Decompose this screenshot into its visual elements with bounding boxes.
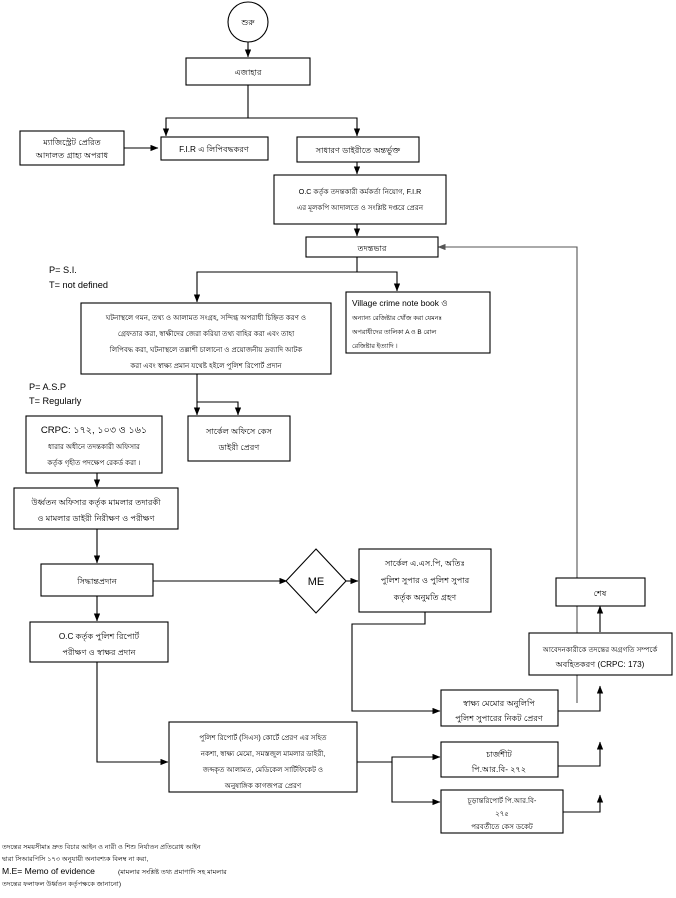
node-supervision[interactable]: উর্ধ্বতন অফিসার কর্তৃক মামলার তদারকী ও ম… [13, 487, 179, 530]
node-final-report-line3: পরবর্তীতে কেস ডকেট [471, 822, 533, 831]
node-oc-assign-line1: O.C কর্তৃক তদন্তকারী কর্মকর্তা নিয়োগ, F… [299, 187, 421, 196]
node-start[interactable]: শুরু [227, 1, 269, 43]
edge-feedback-to-tadanta [437, 243, 578, 703]
node-crpc[interactable]: CRPC: ১৭২, ১০৩ ও ১৬১ ধারার অধীনে তদন্তকা… [25, 415, 163, 474]
annotation-note-1-line2: T= not defined [49, 280, 108, 290]
node-magistrate-line1: ম্যাজিস্ট্রেট প্রেরিত [42, 137, 101, 147]
node-police-report-court[interactable]: পুলিশ রিপোর্ট (সিএস) কোর্টে প্রেরণ এর সহ… [168, 721, 358, 793]
node-oc-assign-line2: এর মূলকপি আদালতে ও সংশ্লিষ্ট দপ্তরে প্রে… [297, 204, 424, 212]
node-village-crime-line3: অপরাধীদের তালিকা A ও B রোল [351, 328, 436, 336]
node-police-report-line3: জব্দকৃত আলামত, মেডিকেল সার্টিফিকেট ও [202, 765, 323, 774]
footer-line3-en: M.E= Memo of evidence [2, 866, 95, 876]
node-crpc-line3: কর্তৃক গৃহীত পদক্ষেপ রেকর্ড করা । [46, 458, 140, 467]
node-tadanta[interactable]: তদন্তভার [305, 236, 439, 258]
footer-notes: তদন্তের সময়সীমাঃ দ্রুত বিচার আইন ও নারী… [1, 842, 227, 888]
edge-tadanta-to-villagecrime [357, 271, 401, 292]
edge-ocreport-to-policereport [96, 662, 169, 766]
node-final-report-line2: ২৭৫ [495, 810, 509, 818]
node-circle-office-line1: সার্কেল অফিসে কেস [205, 427, 273, 436]
annotation-note-2-line1: P= A.S.P [29, 382, 66, 392]
node-village-crime-line2: অন্যান্য রেজিষ্টার খোঁজ করা যেমনঃ [351, 314, 442, 322]
node-permission-line2: পুলিশ সুপার ও পুলিশ সুপার [381, 576, 470, 585]
node-crpc-line1: CRPC: ১৭২, ১০৩ ও ১৬১ [41, 425, 147, 436]
node-inform-line2: অবহিতকরণ (CRPC: 173) [555, 660, 645, 669]
node-chargesheet-line1: চার্জশীট [485, 749, 512, 759]
node-oc-report[interactable]: O.C কর্তৃক পুলিশ রিপোর্ট পরীক্ষণ ও স্বাক… [29, 621, 169, 663]
node-permission[interactable]: সার্কেল এ.এস.পি, অতিঃ পুলিশ সুপার ও পুলি… [358, 548, 492, 613]
node-crpc-line2: ধারার অধীনে তদন্তকারী অফিসার [48, 442, 140, 451]
node-magistrate-line2: আদালত গ্রাহ্য অপরাধ [35, 151, 109, 160]
node-field-work-line2: গ্রেফতার করা, স্বাক্ষীদের জেরা করিয়া তথ… [118, 329, 295, 338]
edge-finalreport-to-inform [557, 794, 604, 813]
annotation-note-2-line2: T= Regularly [29, 396, 82, 406]
node-oc-report-line2: পরীক্ষণ ও স্বাক্ষর প্রদান [62, 647, 135, 657]
node-circle-office[interactable]: সার্কেল অফিসে কেস ডাইরী প্রেরণ [187, 415, 291, 462]
node-chargesheet-line2: পি.আর.বি- ২৭২ [471, 765, 526, 774]
node-oc-assign[interactable]: O.C কর্তৃক তদন্তকারী কর্মকর্তা নিয়োগ, F… [273, 174, 447, 225]
node-tadanta-label: তদন্তভার [356, 244, 387, 253]
annotation-note-2: P= A.S.P T= Regularly [29, 382, 82, 406]
edge-fieldwork-to-circleoffice [197, 401, 242, 416]
node-oc-report-line1: O.C কর্তৃক পুলিশ রিপোর্ট [59, 631, 140, 641]
node-supervision-line2: ও মামলার ডাইরী নিরীক্ষণ ও পরীক্ষণ [37, 513, 154, 523]
node-ejahar[interactable]: এজাহার [185, 57, 311, 86]
node-chargesheet[interactable]: চার্জশীট পি.আর.বি- ২৭২ [440, 741, 559, 778]
node-village-crime-line1: Village crime note book ও [352, 298, 447, 308]
edge-policereport-to-chargesheet [357, 753, 441, 763]
node-memo-copy-line1: স্বাক্ষ্য মেমোর অনুলিপি [462, 699, 535, 708]
node-fir[interactable]: F.I.R এ লিপিবদ্ধকরণ [160, 136, 269, 161]
node-inform-applicant[interactable]: আবেদনকারীকে তদন্তের অগ্রগতি সম্পর্কে অবহ… [528, 632, 673, 676]
footer-line1: তদন্তের সময়সীমাঃ দ্রুত বিচার আইন ও নারী… [1, 842, 202, 851]
edge-ejahar-to-fir [162, 85, 249, 137]
edge-memocopy-to-inform [557, 685, 604, 712]
node-ejahar-label: এজাহার [234, 68, 262, 77]
node-permission-line3: কর্তৃক অনুমতি গ্রহণ [393, 593, 457, 602]
node-start-label: শুরু [240, 18, 255, 27]
footer-line4: তদন্তের ফলাফল উর্ধ্বতন কর্তৃপক্ষকে জানান… [1, 879, 121, 888]
node-final-report[interactable]: চূড়ান্তরিপোর্ট পি.আর.বি- ২৭৫ পরবর্তীতে … [440, 789, 564, 834]
node-decision[interactable]: সিদ্ধান্তপ্রদান [40, 563, 154, 597]
node-magistrate[interactable]: ম্যাজিস্ট্রেট প্রেরিত আদালত গ্রাহ্য অপরা… [19, 130, 125, 166]
node-decision-label: সিদ্ধান্তপ্রদান [76, 577, 117, 586]
node-end-label: শেষ [594, 589, 607, 598]
node-field-work-line4: করা এবং স্বাক্ষ্য প্রমান যথেষ্ট হইলে পুল… [129, 361, 282, 370]
node-final-report-line1: চূড়ান্তরিপোর্ট পি.আর.বি- [467, 796, 537, 805]
connectors [93, 41, 604, 813]
node-field-work-line3: লিপিবদ্ধ করা, ঘটনাস্থলে তল্লাশী চালানো ও… [109, 345, 302, 354]
node-general-diary[interactable]: সাধারণ ডাইরীতে অন্তর্ভুক্ত [296, 136, 420, 163]
node-police-report-line4: অনুষাঙ্গিক কাগজপত্র প্রেরণ [224, 782, 302, 790]
node-me-decision[interactable]: ME [285, 548, 347, 614]
node-police-report-line1: পুলিশ রিপোর্ট (সিএস) কোর্টে প্রেরণ এর সহ… [199, 733, 327, 742]
node-inform-line1: আবেদনকারীকে তদন্তের অগ্রগতি সম্পর্কে [542, 645, 658, 654]
footer-line2: দ্বারা সিআরপিসি ১৭৩ অনুযায়ী অনাবশ্যক বি… [1, 854, 148, 863]
node-memo-copy[interactable]: স্বাক্ষ্য মেমোর অনুলিপি পুলিশ সুপারের নি… [440, 689, 559, 727]
node-memo-copy-line2: পুলিশ সুপারের নিকট প্রেরণ [455, 713, 543, 723]
node-circle-office-line2: ডাইরী প্রেরণ [218, 442, 260, 452]
annotation-note-1-line1: P= S.I. [49, 265, 77, 275]
annotation-note-1: P= S.I. T= not defined [49, 265, 108, 290]
node-field-work[interactable]: ঘটনাস্থলে গমন, তথ্য ও আলামত সংগ্রহ, সন্দ… [80, 302, 332, 375]
node-fir-label: F.I.R এ লিপিবদ্ধকরণ [179, 145, 249, 154]
node-me-label: ME [308, 576, 325, 588]
node-supervision-line1: উর্ধ্বতন অফিসার কর্তৃক মামলার তদারকী [30, 497, 161, 507]
node-permission-line1: সার্কেল এ.এস.পি, অতিঃ [384, 559, 465, 568]
node-field-work-line1: ঘটনাস্থলে গমন, তথ্য ও আলামত সংগ্রহ, সন্দ… [105, 313, 306, 322]
edge-chargesheet-to-inform [557, 741, 604, 767]
node-village-crime-note-book[interactable]: Village crime note book ও অন্যান্য রেজিষ… [345, 291, 491, 354]
footer-line3-bn: (মামলার সংশ্লিষ্ট তথ্য প্রমাণাদি সহ মামল… [118, 868, 227, 876]
edge-permission-to-memocopy [351, 612, 441, 715]
node-end[interactable]: শেষ [555, 577, 646, 607]
node-general-diary-label: সাধারণ ডাইরীতে অন্তর্ভুক্ত [315, 145, 401, 155]
edge-tadanta-to-fieldwork [193, 257, 358, 303]
node-village-crime-line4: রেজিষ্টার ইত্যাদি । [352, 343, 398, 350]
edge-ejahar-to-gd [248, 117, 361, 137]
node-police-report-line2: নকশা, স্বাক্ষ্য মেমো, সমস্তজুল মামলার ডা… [200, 749, 326, 758]
edge-policereport-to-finalreport [391, 762, 441, 806]
